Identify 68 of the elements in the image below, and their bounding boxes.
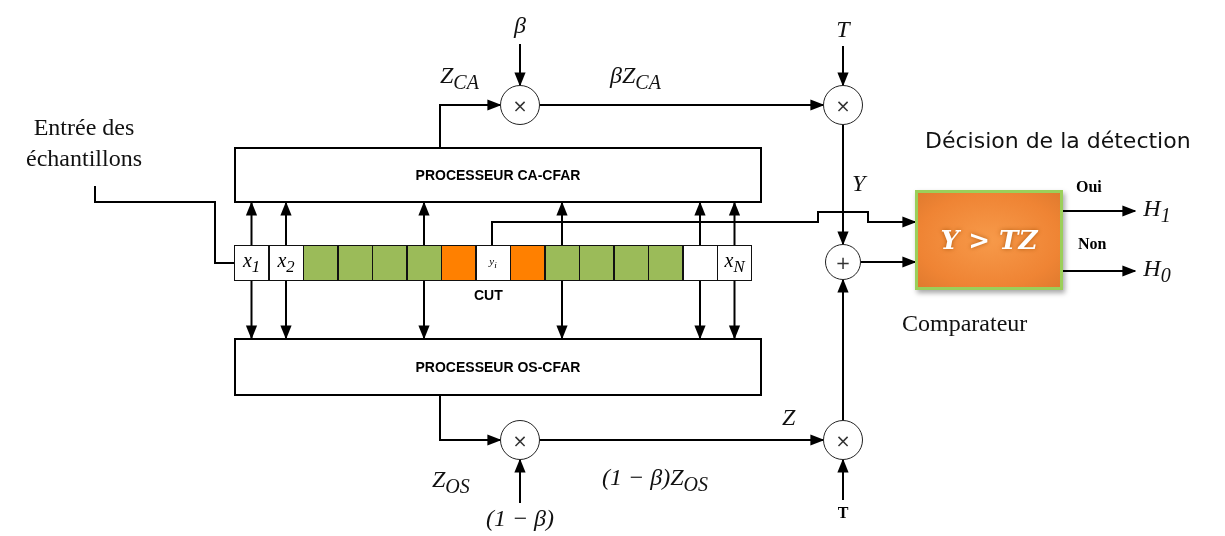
register-cell (579, 245, 614, 281)
arrow (1062, 265, 1137, 277)
edge-label: (1 − β)Z$_{OS}$ (602, 464, 708, 496)
input-symbol: (1 − β) (482, 503, 558, 533)
arrow (418, 280, 430, 340)
register-cell (648, 245, 683, 281)
register-cell: x$_{1}$ (234, 245, 269, 281)
arrow (491, 211, 917, 246)
register-cell (682, 245, 718, 281)
register-cell: y$_{i}$ (475, 245, 511, 281)
edge-label: Oui (1076, 178, 1102, 196)
register-cell: x$_{N}$ (717, 245, 752, 281)
arrow (539, 434, 825, 446)
edge-label: Z$_{CA}$ (440, 62, 479, 94)
arrow (837, 45, 849, 87)
input-label: Entrée des échantillons (4, 100, 164, 186)
multiplier-circle: × (823, 420, 863, 460)
caption-text: Décision de la détection (925, 128, 1191, 153)
edge-label: βZ$_{CA}$ (610, 62, 661, 94)
arrow (556, 280, 568, 340)
register-cell (510, 245, 545, 281)
processor-box: PROCESSEUR OS-CFAR (234, 338, 762, 396)
arrow (694, 280, 706, 340)
arrow (280, 201, 292, 246)
arrow (539, 99, 825, 111)
arrow (418, 201, 430, 246)
edge-label: Z$_{OS}$ (432, 466, 470, 498)
arrow (1062, 205, 1137, 217)
output-symbol: H$_{0}$ (1135, 254, 1179, 288)
arrow (837, 278, 849, 421)
input-symbol: T (828, 500, 858, 526)
processor-box: PROCESSEUR CA-CFAR (234, 147, 762, 203)
comparator-box: Y > TZ (915, 190, 1063, 290)
arrow (694, 201, 706, 246)
signal-symbol: Z (782, 404, 796, 431)
adder-circle: + (825, 244, 861, 280)
arrow (728, 280, 741, 340)
arrow (837, 458, 849, 501)
input-symbol: T (828, 12, 858, 46)
register-cell (303, 245, 338, 281)
register-cell (544, 245, 580, 281)
register-cell (372, 245, 407, 281)
arrow (245, 280, 258, 340)
connector-line (94, 185, 235, 264)
multiplier-circle: × (500, 420, 540, 460)
arrow (728, 201, 741, 246)
arrow (556, 201, 568, 246)
register-cell (337, 245, 373, 281)
register-cell: x$_{2}$ (268, 245, 304, 281)
arrow (439, 99, 502, 148)
cell-caption: CUT (474, 287, 503, 303)
register-cell (406, 245, 442, 281)
multiplier-circle: × (823, 85, 863, 125)
arrow (439, 395, 502, 446)
arrow (837, 124, 849, 246)
output-symbol: H$_{1}$ (1135, 194, 1179, 228)
arrow (245, 201, 258, 246)
arrow (514, 43, 526, 87)
multiplier-circle: × (500, 85, 540, 125)
edge-label: Y (852, 170, 866, 197)
arrow (860, 256, 917, 268)
arrow (280, 280, 292, 340)
edge-label: Non (1078, 235, 1107, 253)
arrow (514, 458, 526, 504)
input-symbol: β (505, 6, 535, 44)
caption-text: Comparateur (902, 310, 1028, 337)
register-cell (613, 245, 649, 281)
register-cell (441, 245, 476, 281)
